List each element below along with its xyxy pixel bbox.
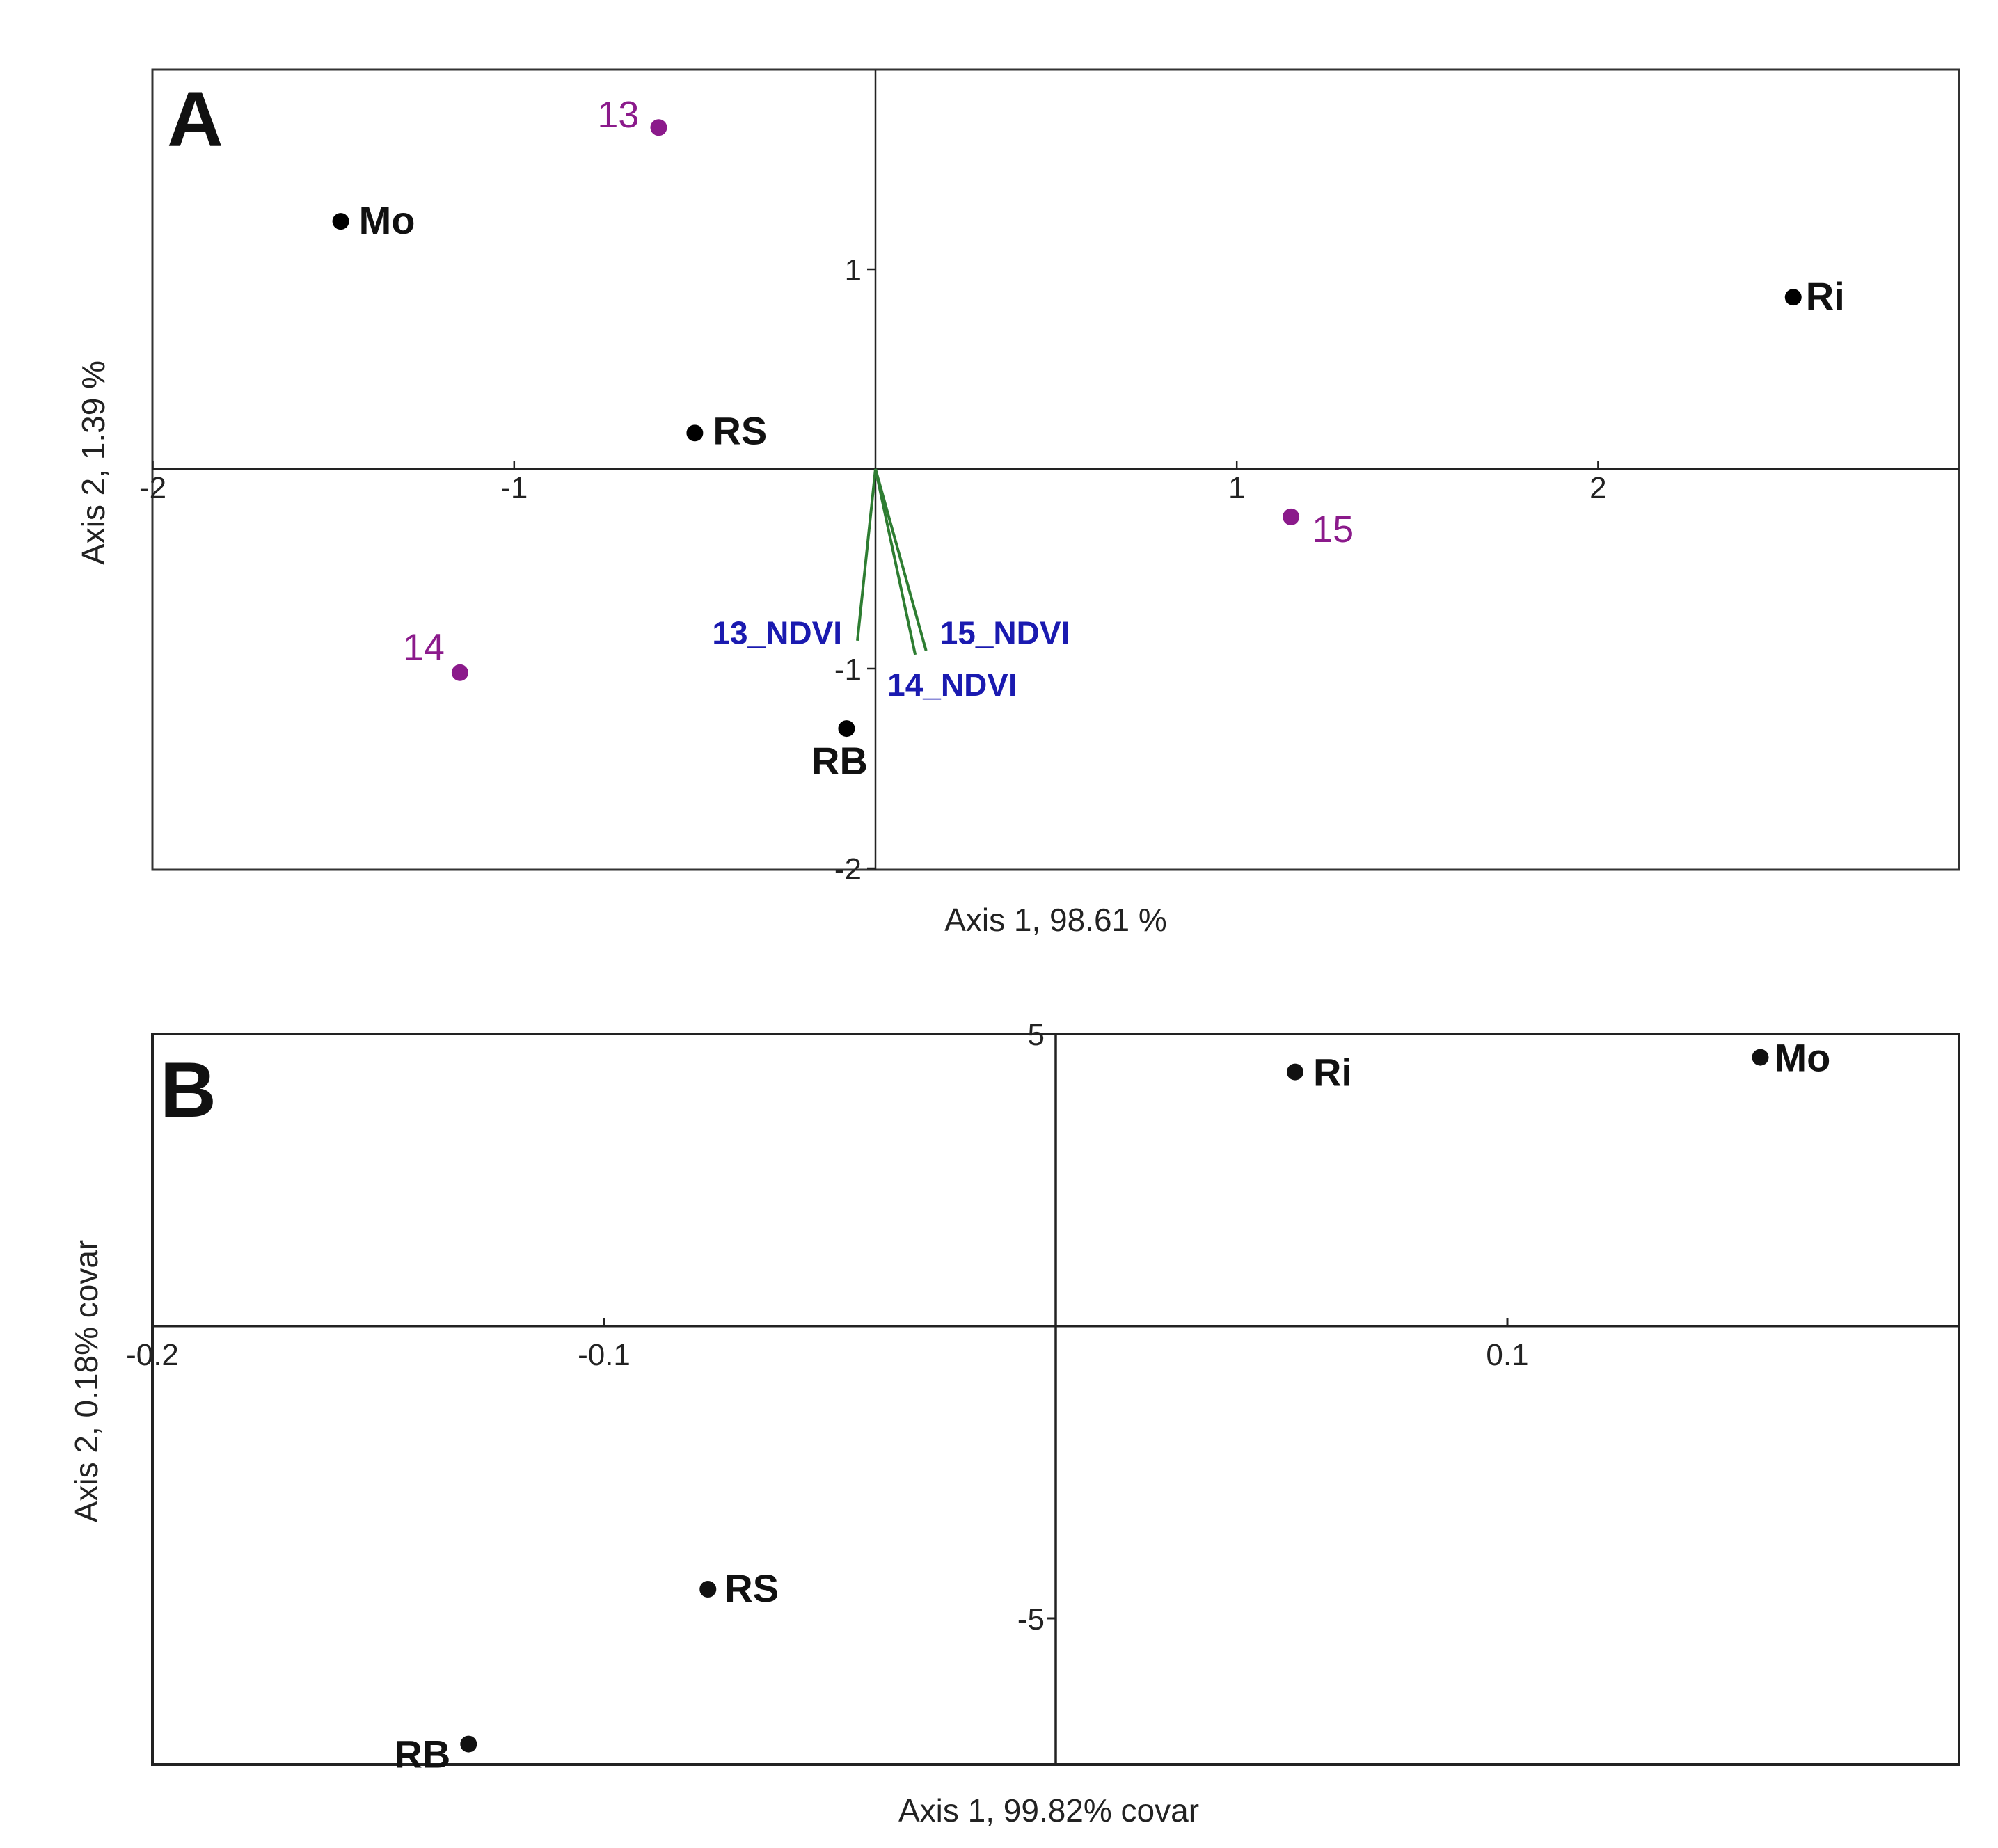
panel-a-y-tick-label: -2 (834, 852, 862, 886)
panel-b-site-point-mo (1752, 1049, 1769, 1066)
panel-b-x-tick-label: -0.2 (126, 1338, 179, 1372)
panel-b-x-axis-title: Axis 1, 99.82% covar (898, 1792, 1199, 1829)
panel-a-site-point-mo (332, 213, 349, 230)
panel-b-y-axis-title: Axis 2, 0.18% covar (68, 1240, 104, 1523)
panel-a-site-label: RS (713, 408, 767, 452)
panel-b-x-tick-label: 0.1 (1486, 1338, 1528, 1372)
panel-b-site-label: RS (724, 1566, 779, 1610)
panel-a-site-label: Ri (1806, 274, 1845, 318)
panel-a-vector-label: 15_NDVI (940, 614, 1070, 651)
panel-a-site-label: Mo (359, 198, 415, 242)
panel-b-site-point-rb (460, 1735, 477, 1753)
panel-b-site-label: Mo (1774, 1036, 1830, 1080)
panel-a-vector-15-ndvi (874, 468, 928, 651)
panel-a-y-axis-title: Axis 2, 1.39 % (75, 360, 111, 565)
panel-a-x-tick-label: -1 (500, 471, 528, 505)
panel-a-year-label: 15 (1312, 509, 1354, 550)
panel-b-x-tick-label: -0.1 (578, 1338, 631, 1372)
panel-a-site-point-rs (686, 424, 704, 442)
panel-a-site-label: RB (811, 739, 868, 783)
panel-b-site-point-rs (699, 1581, 717, 1598)
panel-a-x-axis-title: Axis 1, 98.61 % (944, 902, 1167, 938)
panel-a: A -2 -1 1 2 1 -1 -2 13_NDVI 14_NDVI 15_NDVI MoRS… (75, 68, 1960, 938)
panel-b-y-tick-label: -5 (1017, 1602, 1045, 1636)
panel-a-year-point-13 (650, 119, 667, 136)
panel-a-year-point-15 (1283, 508, 1300, 525)
panel-a-letter: A (167, 76, 223, 163)
panel-a-x-tick-label: 2 (1589, 471, 1606, 505)
panel-a-vector-14-ndvi (874, 468, 917, 655)
panel-a-site-point-rb (838, 720, 855, 738)
panel-b-letter: B (160, 1046, 216, 1133)
panel-b-site-label: RB (394, 1732, 450, 1776)
panel-a-x-tick-label: 1 (1228, 471, 1245, 505)
panel-a-y-tick-label: -1 (834, 653, 862, 687)
panel-a-vector-13-ndvi (856, 468, 877, 642)
panel-b-site-label: Ri (1313, 1051, 1352, 1094)
panel-a-vector-label: 14_NDVI (887, 667, 1017, 703)
panel-a-x-tick-label: -2 (139, 471, 166, 505)
panel-a-site-point-ri (1784, 289, 1802, 306)
panel-a-y-tick-label: 1 (845, 253, 862, 287)
panel-b-y-tick-label: 5 (1028, 1018, 1045, 1052)
panel-a-year-label: 13 (597, 94, 639, 136)
panel-a-year-label: 14 (403, 627, 445, 669)
panel-b-site-point-ri (1286, 1063, 1303, 1081)
panel-a-year-point-14 (451, 664, 468, 681)
panel-a-vector-label: 13_NDVI (712, 614, 842, 651)
